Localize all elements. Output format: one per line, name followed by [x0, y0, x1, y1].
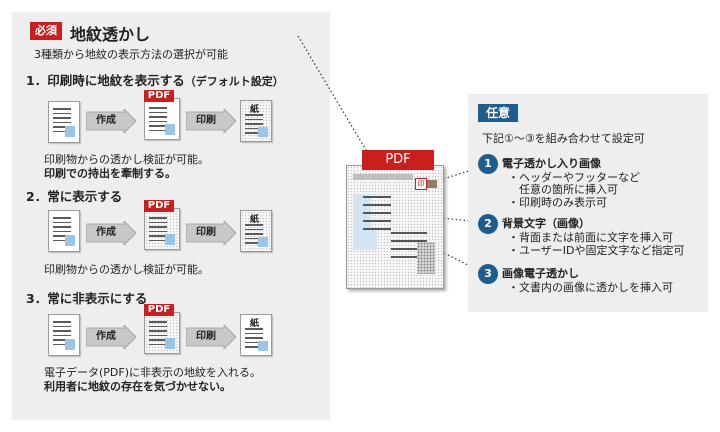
- create-arrow-label: 作成: [96, 227, 116, 238]
- option-3-note-1: 電子データ(PDF)に非表示の地紋を入れる。: [44, 366, 262, 379]
- print-arrow-icon: [186, 221, 236, 245]
- printed-paper-with-pattern-icon: 紙: [240, 100, 272, 142]
- pdf-tag: PDF: [144, 304, 174, 316]
- pdf-tag: PDF: [144, 90, 174, 102]
- item-1-number-badge: 1: [478, 154, 498, 174]
- option-1-heading-text: 1．印刷時に地紋を表示する: [26, 73, 185, 88]
- item-2-number-badge: 2: [478, 214, 498, 234]
- item-2-line-2: ・ユーザーIDや固定文字など指定可: [508, 244, 685, 257]
- print-arrow-icon: [186, 109, 236, 133]
- optional-badge: 任意: [478, 104, 519, 122]
- required-badge: 必須: [30, 22, 62, 40]
- source-document-icon: [48, 314, 80, 356]
- paper-label: 紙: [250, 105, 260, 115]
- create-arrow-icon: [86, 325, 136, 349]
- item-1-line-2: 任意の箇所に挿入可: [508, 183, 618, 196]
- item-1-line-1: ・ヘッダーやフッターなど: [508, 171, 640, 184]
- center-pdf-label: PDF: [362, 150, 434, 170]
- source-document-icon: [48, 101, 80, 143]
- item-3-number-badge: 3: [478, 264, 498, 284]
- option-3-note-2: 利用者に地紋の存在を気づかせない。: [44, 380, 231, 393]
- create-arrow-icon: [86, 109, 136, 133]
- item-2-line-1: ・背面または前面に文字を挿入可: [508, 231, 673, 244]
- option-1-note-1: 印刷物からの透かし検証が可能。: [44, 153, 209, 166]
- print-arrow-label: 印刷: [196, 227, 216, 238]
- pdf-document-icon: PDF: [144, 90, 180, 140]
- watermark-subtitle: 3種類から地紋の表示方法の選択が可能: [34, 48, 228, 61]
- optional-subtitle: 下記①～③を組み合わせて設定可: [482, 132, 645, 145]
- print-arrow-icon: [186, 325, 236, 349]
- pdf-tag: PDF: [144, 200, 174, 212]
- create-arrow-icon: [86, 221, 136, 245]
- image-placeholder-icon: [417, 242, 435, 274]
- pdf-document-with-pattern-icon: PDF: [144, 200, 180, 250]
- item-1-title: 電子透かし入り画像: [502, 157, 601, 170]
- paper-label: 紙: [250, 215, 260, 225]
- option-1-suffix: （デフォルト設定）: [184, 75, 284, 88]
- option-1-heading: 1．印刷時に地紋を表示する（デフォルト設定）: [26, 70, 284, 89]
- item-3-line-1: ・文書内の画像に透かしを挿入可: [508, 281, 673, 294]
- option-1-note-2: 印刷での持出を牽制する。: [44, 167, 176, 180]
- watermark-title: 地紋透かし: [70, 25, 151, 44]
- create-arrow-label: 作成: [96, 115, 116, 126]
- center-pdf-document: 印: [346, 165, 444, 289]
- create-arrow-label: 作成: [96, 331, 116, 342]
- item-1-line-3: ・印刷時のみ表示可: [508, 196, 607, 209]
- option-2-heading: 2．常に表示する: [26, 189, 123, 204]
- item-2-title: 背景文字（画像）: [502, 217, 590, 230]
- source-document-icon: [48, 210, 80, 252]
- right-panel: [468, 94, 708, 312]
- option-3-heading: 3．常に非表示にする: [26, 291, 148, 306]
- paper-label: 紙: [250, 319, 260, 329]
- printed-paper-with-pattern-icon: 紙: [240, 210, 272, 252]
- option-2-note-1: 印刷物からの透かし検証が可能。: [44, 263, 209, 276]
- stamp-icon: 印: [415, 178, 427, 190]
- pdf-document-with-pattern-icon: PDF: [144, 304, 180, 354]
- print-arrow-label: 印刷: [196, 331, 216, 342]
- printed-paper-plain-icon: 紙: [240, 314, 272, 356]
- print-arrow-label: 印刷: [196, 115, 216, 126]
- item-3-title: 画像電子透かし: [502, 267, 579, 280]
